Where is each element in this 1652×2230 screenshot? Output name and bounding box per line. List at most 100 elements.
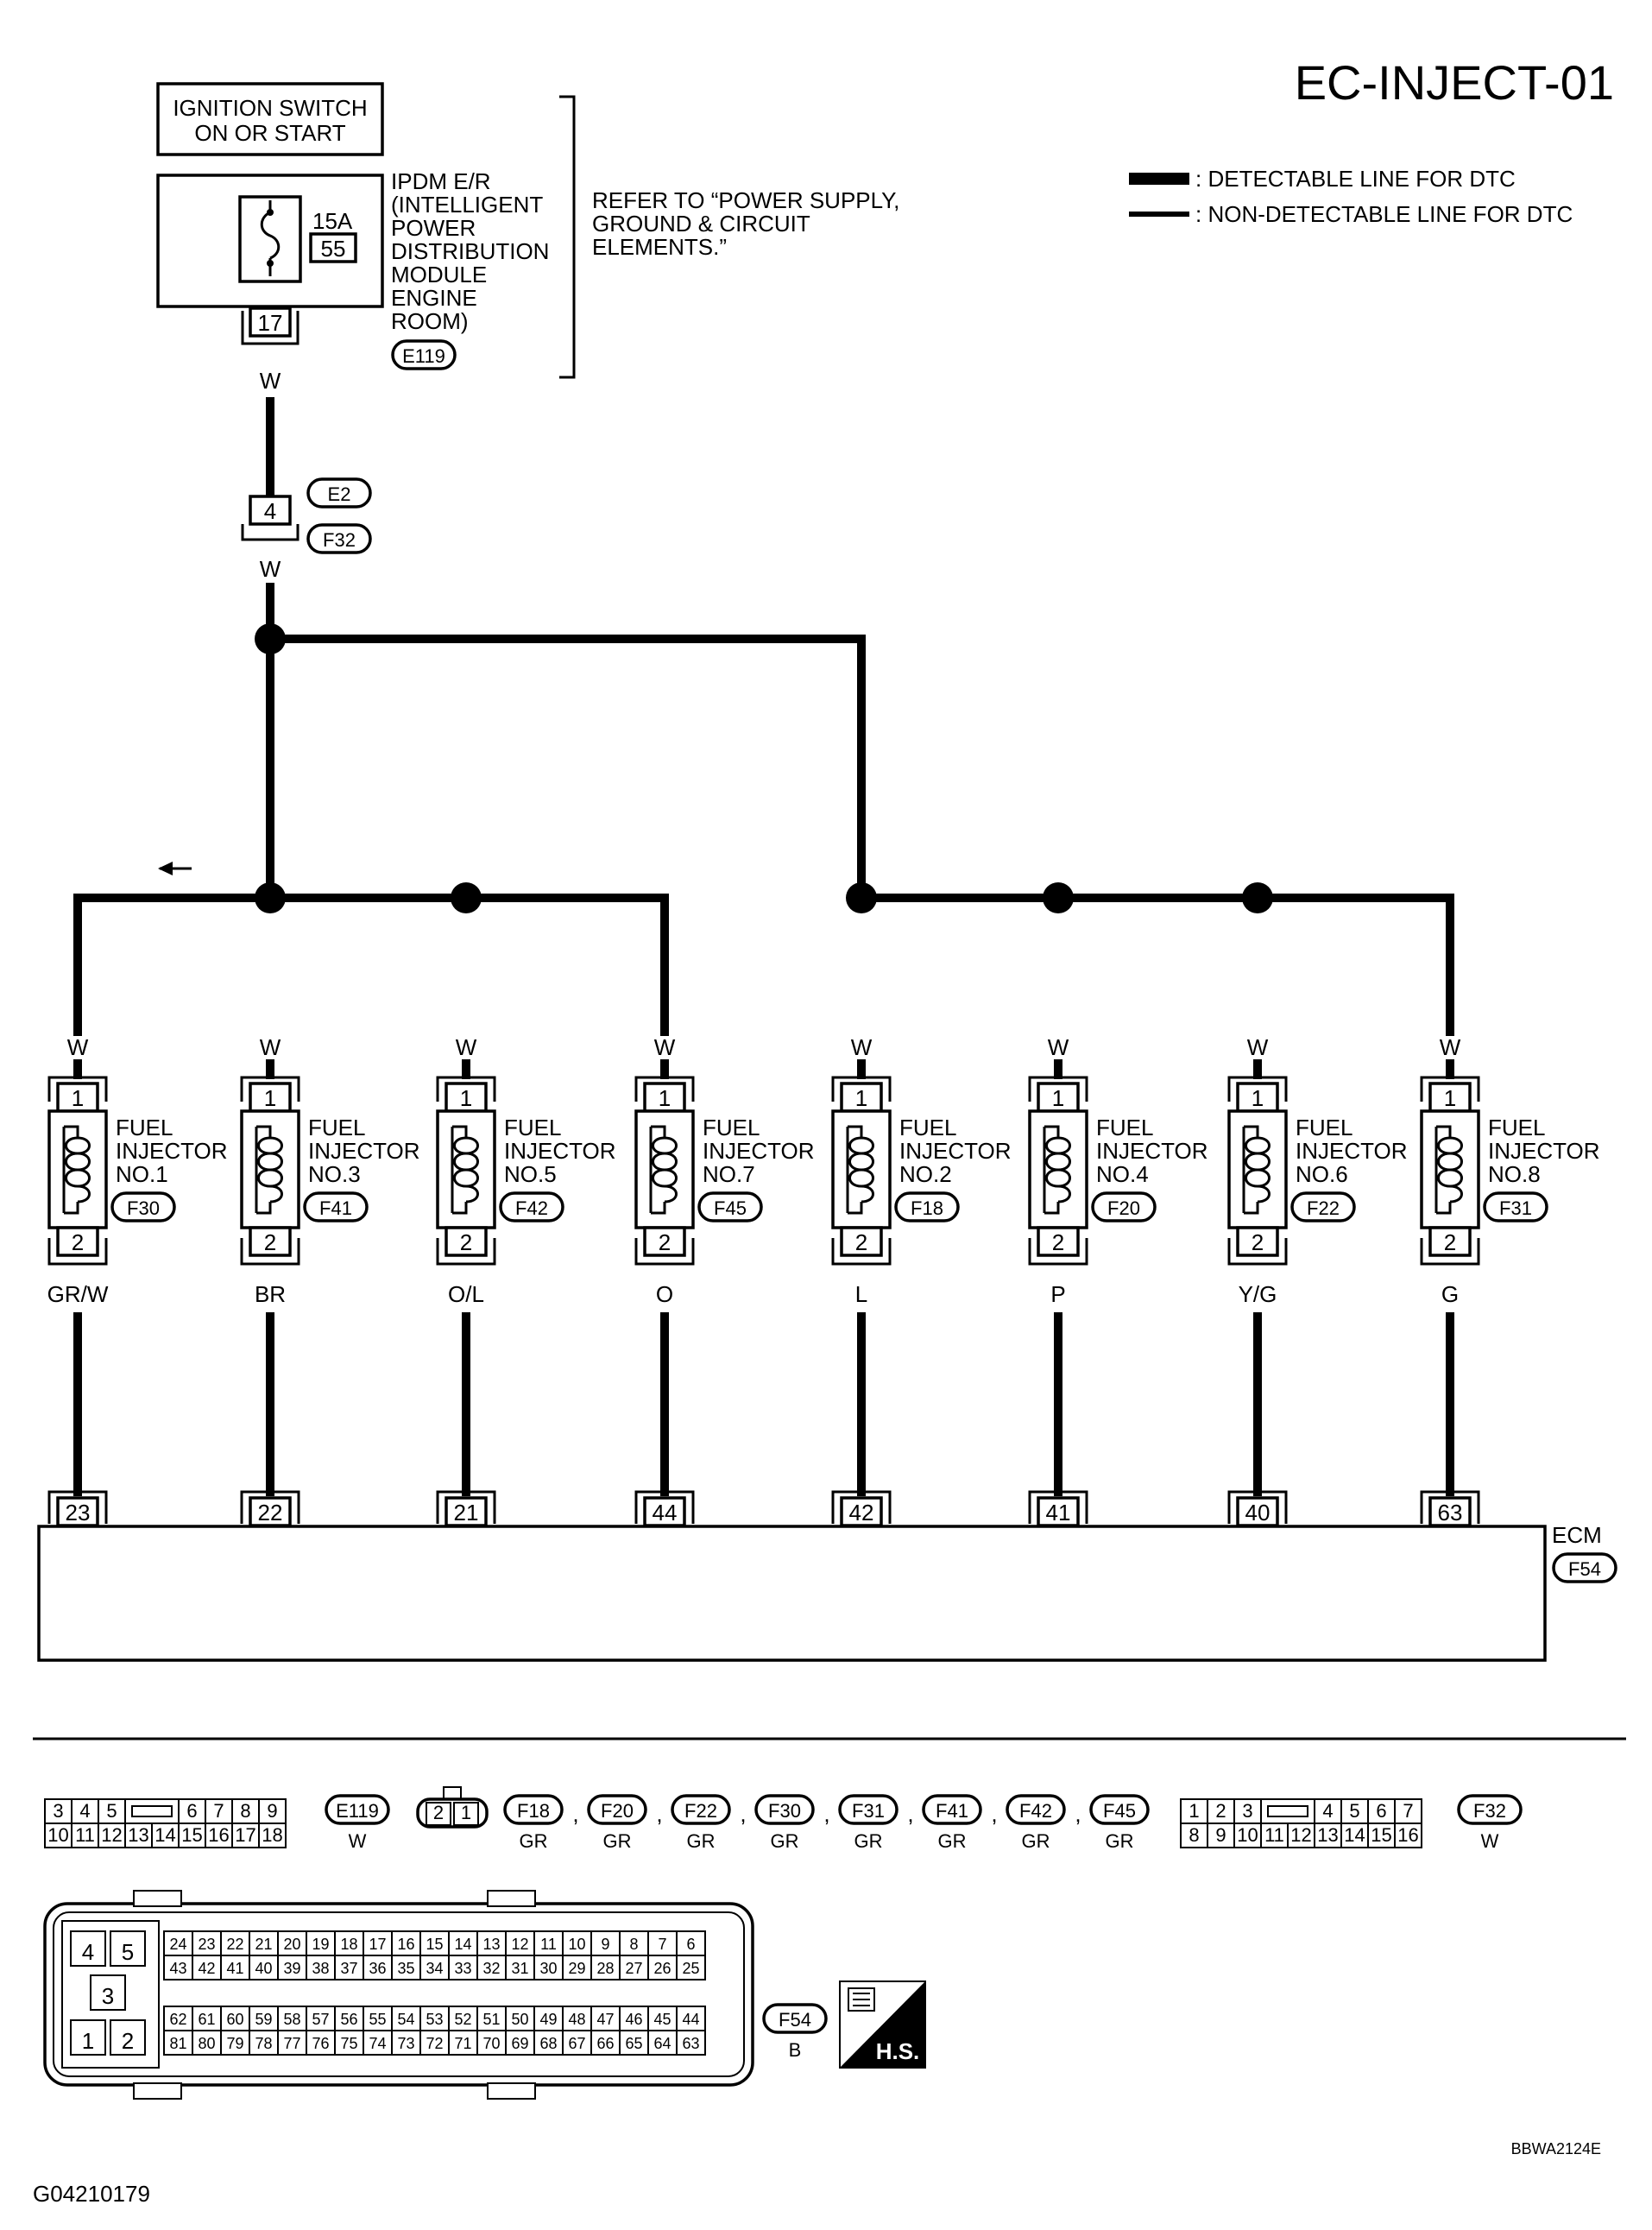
pin-cell [426,1802,451,1826]
connector-color: GR [771,1830,799,1852]
pin-cell [676,2030,706,2056]
pin-number: 72 [426,2035,443,2052]
joint-connector-bottom: F32 [323,529,356,551]
pin-number: 13 [1317,1824,1338,1846]
connector-color: W [1481,1830,1499,1852]
pin-number: 11 [540,1936,557,1953]
pin-number: 81 [169,2035,186,2052]
pin-bottom: 2 [264,1229,276,1255]
pin-number: 13 [128,1824,148,1846]
pin-box [840,1082,883,1113]
pin-number: 2 [1215,1800,1226,1822]
pin-number: 51 [482,2011,500,2028]
injector-label-line: FUEL [116,1115,173,1140]
injector-connector-oval [1091,1191,1157,1222]
pin-number: 77 [283,2035,300,2052]
pin-cell [476,2030,507,2056]
pin-cell [220,2006,250,2031]
pin-number: 10 [568,1936,585,1953]
pin-bottom: 2 [1444,1229,1456,1255]
injector-connector-oval [697,1191,763,1222]
ecm-pin: 41 [1046,1500,1071,1526]
pin-cell [505,1955,535,1980]
pin-cell [647,2006,678,2031]
pin-number: 3 [1242,1800,1252,1822]
pin-bottom: 2 [1052,1229,1064,1255]
pin-number: 76 [312,2035,329,2052]
pin-number: 65 [625,2035,642,2052]
pin-cell [391,1930,421,1956]
pin-number: 31 [511,1960,528,1977]
pin-cell [231,1823,260,1848]
pin-top: 1 [1252,1085,1264,1111]
ecm-pin: 44 [653,1500,678,1526]
pin-number: 44 [682,2011,699,2028]
ecm-pin: 22 [258,1500,283,1526]
ecm-connector-oval [1552,1552,1617,1583]
ignition-switch-line2: ON OR START [194,120,345,146]
pin-number: 35 [397,1960,414,1977]
pin-cell [448,1955,478,1980]
legend-detectable-label: : DETECTABLE LINE FOR DTC [1195,166,1516,192]
separator: , [1075,1801,1081,1827]
pin-cell [306,2030,336,2056]
legend: : DETECTABLE LINE FOR DTC : NON-DETECTAB… [1129,166,1573,227]
pin-cell [192,1955,222,1980]
pin-number: 36 [369,1960,386,1977]
refer-note-line: ELEMENTS.” [592,234,727,260]
pin-number: 78 [255,2035,272,2052]
splice-dot [1242,882,1273,913]
pin-cell [178,1823,206,1848]
pin-cell [277,1955,307,1980]
pin-number: 11 [75,1824,95,1846]
ecm-connector-name: F54 [1568,1558,1601,1580]
pin-number: 24 [169,1936,186,1953]
ipdm-label-line: ROOM) [391,308,469,334]
pin-number: 38 [312,1960,329,1977]
pin-cell [1367,1798,1396,1824]
connector-name: F20 [601,1800,634,1822]
injector-connector-oval [1483,1191,1548,1222]
injector-label-line: INJECTOR [504,1138,616,1164]
pin-number: 56 [340,2011,357,2028]
pin-cell [306,1955,336,1980]
lock-tab-icon [131,1805,173,1817]
pin-bottom: 2 [855,1229,867,1255]
ecm-box [37,1525,1547,1662]
pin-number: 19 [312,1936,329,1953]
pin-number: 3 [102,1983,114,2009]
pin-cell [1207,1798,1235,1824]
pin-number: 71 [454,2035,471,2052]
pin-number: 23 [198,1936,215,1953]
upper-wire-color: W [654,1034,676,1060]
pin-bracket [240,1076,300,1102]
ignition-switch-box [156,82,384,156]
pin-cell [110,1930,146,1967]
ecm-pin: 42 [849,1500,874,1526]
pin-cell [44,1798,73,1824]
pin-number: 8 [629,1936,638,1953]
pin-cell [163,2030,193,2056]
pin-bracket [1420,1076,1480,1102]
fuse-rating: 15A [312,208,353,234]
pin-number: 54 [397,2011,414,2028]
reference-code: BBWA2124E [1511,2140,1601,2157]
separator: , [656,1801,662,1827]
ecm-pin: 40 [1245,1500,1271,1526]
pin-cell [249,1955,279,1980]
splice-dot [255,623,286,654]
injector-label-line: NO.7 [703,1161,755,1187]
injector-label-line: FUEL [504,1115,561,1140]
pin-cell [1207,1823,1235,1848]
separator: , [991,1801,997,1827]
coil-icon [453,1136,479,1203]
pin-bottom: 2 [1252,1229,1264,1255]
pin-number: 7 [213,1800,224,1822]
